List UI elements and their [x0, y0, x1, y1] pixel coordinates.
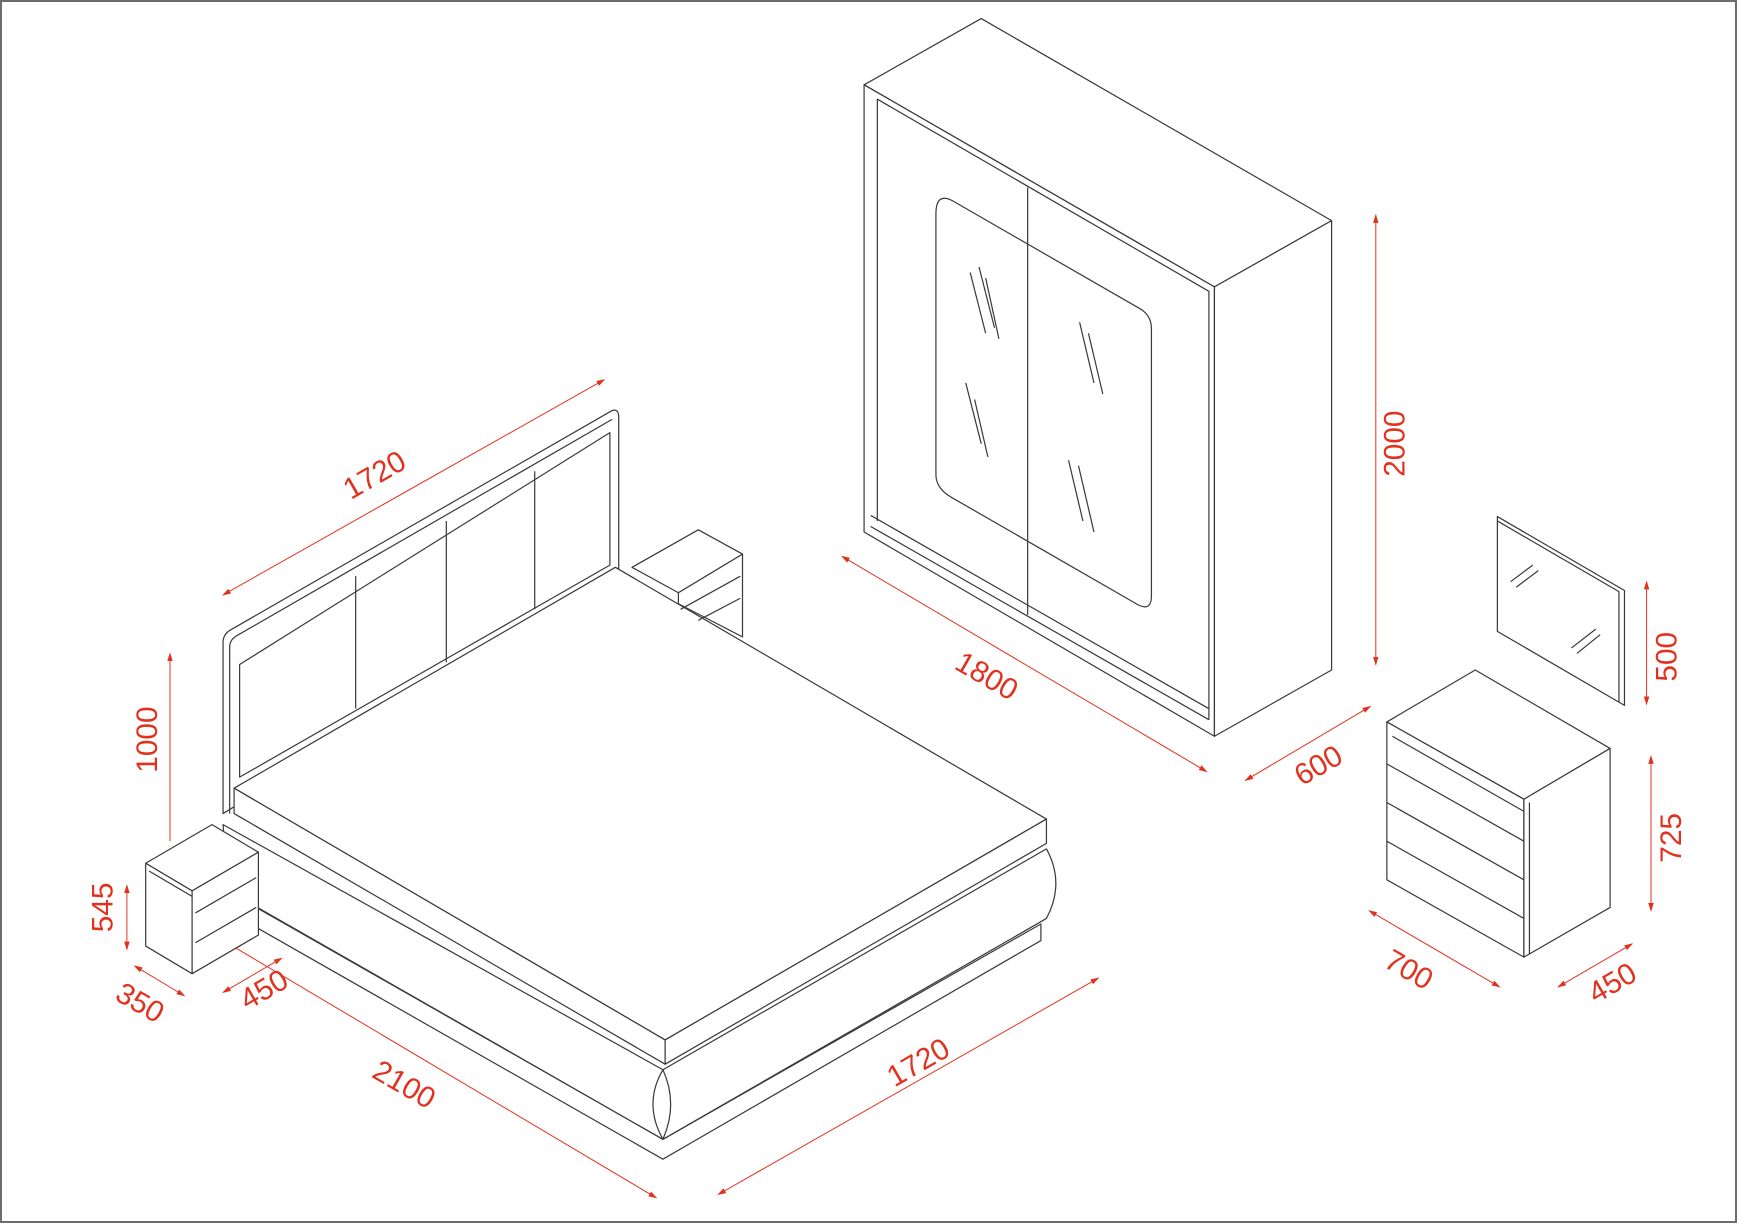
dresser: [1386, 669, 1611, 958]
nightstand-right: [631, 529, 744, 638]
label-wardrobe-width: 1800: [949, 645, 1023, 707]
label-dresser-width: 700: [1379, 943, 1439, 996]
label-dresser-depth: 450: [1583, 957, 1643, 1010]
label-headboard-height: 1000: [131, 706, 164, 772]
nightstand-left: [145, 823, 260, 975]
wall-mirror: [1496, 515, 1626, 706]
dimension-lines: [124, 214, 1654, 1199]
wardrobe: [863, 17, 1333, 737]
label-wardrobe-height: 2000: [1379, 411, 1412, 477]
label-mirror-height: 500: [1651, 632, 1684, 682]
label-nightstand-width: 450: [234, 963, 294, 1016]
label-bed-width: 1720: [882, 1032, 956, 1094]
label-dresser-height: 725: [1655, 813, 1688, 863]
label-headboard-width: 1720: [338, 445, 412, 507]
label-wardrobe-depth: 600: [1289, 739, 1349, 792]
mirror-glints: [965, 266, 1104, 533]
label-nightstand-depth: 350: [110, 976, 170, 1029]
label-nightstand-height: 545: [87, 883, 120, 933]
